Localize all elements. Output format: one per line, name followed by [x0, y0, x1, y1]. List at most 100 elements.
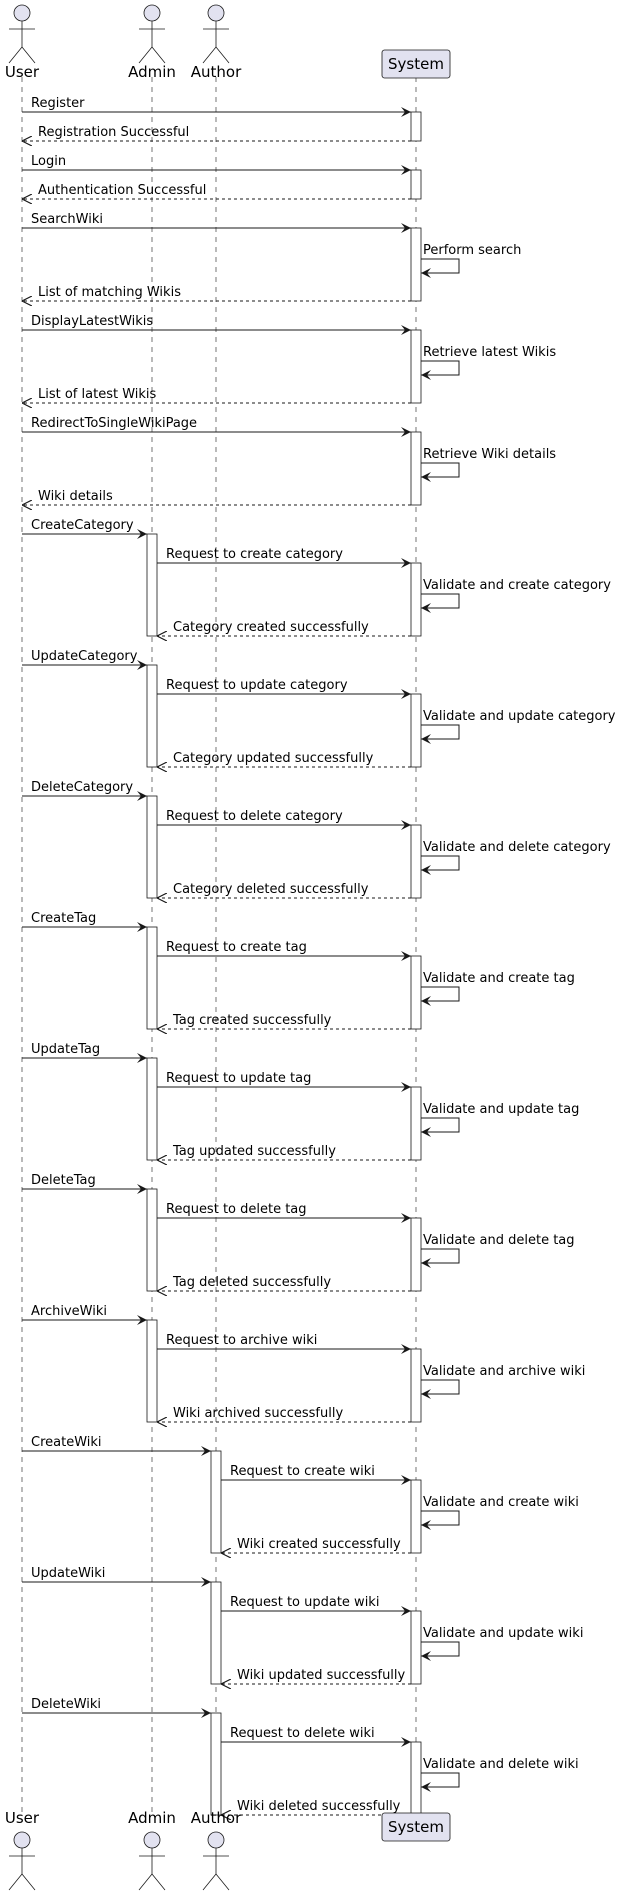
message-label: Validate and delete tag: [423, 1233, 575, 1248]
message-label: Request to delete tag: [166, 1202, 307, 1217]
message-label: Request to delete category: [166, 809, 343, 824]
activation-bar-system: [410, 824, 422, 899]
message-label: Request to create category: [166, 547, 343, 562]
message-arrow-self: [421, 258, 460, 278]
message-label: SearchWiki: [31, 212, 103, 227]
message-label: UpdateTag: [31, 1042, 100, 1057]
message-arrow-self: [421, 1772, 460, 1792]
participant-label-user-top: User: [5, 63, 40, 81]
message-label: UpdateCategory: [31, 649, 138, 664]
activation-bar-system: [410, 1741, 422, 1816]
message-label: Validate and create wiki: [423, 1495, 579, 1510]
participant-heads: UserUserAdminAdminAuthorAuthorSystemSyst…: [5, 4, 451, 1891]
activation-bar-system: [410, 955, 422, 1030]
activation-bar-admin: [146, 664, 158, 768]
message-label: Retrieve Wiki details: [423, 447, 556, 462]
message-arrow-self: [421, 462, 460, 482]
actor-author-top: [202, 4, 230, 64]
message-label: DeleteCategory: [31, 780, 133, 795]
message-arrow-self: [421, 986, 460, 1006]
message-label: Wiki details: [38, 489, 113, 504]
message-arrow-self: [421, 1641, 460, 1661]
message-label: Validate and delete wiki: [423, 1757, 579, 1772]
participant-label-system-bottom: System: [388, 1818, 444, 1836]
activation-bar-system: [410, 693, 422, 768]
message-arrow-self: [421, 1248, 460, 1268]
activation-bar-system: [410, 1610, 422, 1685]
message-label: Tag deleted successfully: [172, 1275, 331, 1290]
message-label: Category updated successfully: [173, 751, 374, 766]
participant-label-user-bottom: User: [5, 1809, 40, 1827]
activation-bar-system: [410, 1217, 422, 1292]
message-label: List of matching Wikis: [38, 285, 181, 300]
message-label: Tag updated successfully: [172, 1144, 336, 1159]
activation-bar-admin: [146, 533, 158, 637]
message-label: UpdateWiki: [31, 1566, 105, 1581]
message-label: DeleteTag: [31, 1173, 96, 1188]
activation-bar-system: [410, 227, 422, 302]
message-label: Tag created successfully: [172, 1013, 332, 1028]
message-arrow-self: [421, 1379, 460, 1399]
actor-author-bottom: [202, 1831, 230, 1891]
participant-label-author-top: Author: [191, 63, 242, 81]
message-label: Wiki archived successfully: [173, 1406, 343, 1421]
message-label: DeleteWiki: [31, 1697, 101, 1712]
message-label: Authentication Successful: [38, 183, 206, 198]
participant-label-admin-bottom: Admin: [128, 1809, 176, 1827]
message-label: Validate and archive wiki: [423, 1364, 585, 1379]
message-label: Request to delete wiki: [230, 1726, 375, 1741]
message-arrow-self: [421, 724, 460, 744]
message-label: Perform search: [423, 243, 521, 258]
message-label: Validate and delete category: [423, 840, 611, 855]
activation-bar-author: [210, 1712, 222, 1816]
activation-bar-author: [210, 1581, 222, 1685]
actor-user-bottom: [8, 1831, 36, 1891]
activation-bar-author: [210, 1450, 222, 1554]
message-label: CreateCategory: [31, 518, 134, 533]
message-label: Retrieve latest Wikis: [423, 345, 556, 360]
message-label: Validate and update category: [423, 709, 616, 724]
message-label: Request to update category: [166, 678, 348, 693]
message-arrow-self: [421, 360, 460, 380]
participant-box-system-bottom: [381, 1812, 451, 1842]
activation-bar-system: [410, 111, 422, 142]
message-label: Validate and update wiki: [423, 1626, 583, 1641]
activation-bar-system: [410, 431, 422, 506]
participant-label-admin-top: Admin: [128, 63, 176, 81]
activation-bars: [146, 111, 422, 1816]
message-label: Category created successfully: [173, 620, 369, 635]
message-label: Request to create wiki: [230, 1464, 375, 1479]
message-label: Register: [31, 96, 85, 111]
message-arrow-self: [421, 1117, 460, 1137]
message-label: List of latest Wikis: [38, 387, 157, 402]
message-label: Registration Successful: [38, 125, 189, 140]
message-label: Category deleted successfully: [173, 882, 369, 897]
participant-label-author-bottom: Author: [191, 1809, 242, 1827]
activation-bar-admin: [146, 1319, 158, 1423]
actor-user-top: [8, 4, 36, 64]
message-label: Request to create tag: [166, 940, 307, 955]
activation-bar-system: [410, 1479, 422, 1554]
activation-bar-admin: [146, 1057, 158, 1161]
message-label: CreateWiki: [31, 1435, 102, 1450]
message-label: Validate and update tag: [423, 1102, 579, 1117]
activation-bar-system: [410, 562, 422, 637]
message-label: RedirectToSingleWikiPage: [31, 416, 197, 431]
actor-admin-top: [138, 4, 166, 64]
message-label: Request to update wiki: [230, 1595, 379, 1610]
activation-bar-system: [410, 329, 422, 404]
message-label: Validate and create tag: [423, 971, 575, 986]
activation-bar-system: [410, 1086, 422, 1161]
activation-bar-system: [410, 1348, 422, 1423]
activation-bar-admin: [146, 795, 158, 899]
activation-bar-system: [410, 169, 422, 200]
message-label: CreateTag: [31, 911, 96, 926]
activation-bar-admin: [146, 1188, 158, 1292]
message-arrow-self: [421, 855, 460, 875]
activation-bar-admin: [146, 926, 158, 1030]
message-arrow-self: [421, 593, 460, 613]
message-label: Request to update tag: [166, 1071, 311, 1086]
message-label: ArchiveWiki: [31, 1304, 107, 1319]
